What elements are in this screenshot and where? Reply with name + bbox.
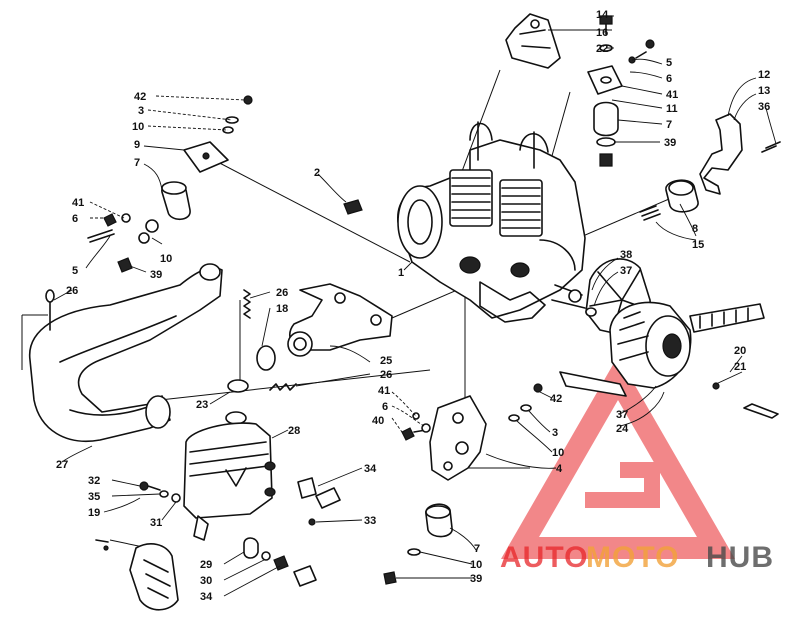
callout-34-right: 34 bbox=[364, 463, 377, 475]
callout-36: 36 bbox=[758, 101, 770, 113]
engine-mount-bracket-upper bbox=[505, 13, 561, 69]
callout-41-left: 41 bbox=[72, 197, 84, 209]
callout-37-upper: 37 bbox=[620, 265, 632, 277]
callout-39-upper: 39 bbox=[664, 137, 676, 149]
callout-10-lower: 10 bbox=[552, 447, 564, 459]
callout-35: 35 bbox=[88, 491, 100, 503]
mount-8 bbox=[639, 179, 699, 221]
callout-3-upper: 3 bbox=[138, 105, 144, 117]
callout-10-bottom: 10 bbox=[470, 559, 482, 571]
callout-22: 22 bbox=[596, 43, 608, 55]
callout-31: 31 bbox=[150, 517, 162, 529]
engine-assembly bbox=[397, 121, 586, 323]
callout-13: 13 bbox=[758, 85, 770, 97]
callout-30: 30 bbox=[200, 575, 212, 587]
callout-16: 16 bbox=[596, 27, 608, 39]
callout-34-bottom: 34 bbox=[200, 591, 213, 603]
callout-29: 29 bbox=[200, 559, 212, 571]
callout-6-left: 6 bbox=[72, 213, 78, 225]
watermark-text: AUTO MOTO HUB bbox=[500, 541, 774, 574]
callout-8: 8 bbox=[692, 223, 698, 235]
heat-shield bbox=[129, 543, 179, 611]
callout-21: 21 bbox=[734, 361, 746, 373]
callout-39-bottom: 39 bbox=[470, 573, 482, 585]
callout-2: 2 bbox=[314, 167, 320, 179]
callout-9: 9 bbox=[134, 139, 140, 151]
mount-lower bbox=[383, 503, 453, 585]
callout-26-left: 26 bbox=[66, 285, 78, 297]
exhaust-pipe-27 bbox=[29, 263, 223, 442]
callout-42-lower: 42 bbox=[550, 393, 562, 405]
callout-40: 40 bbox=[372, 415, 384, 427]
mount-bracket-11 bbox=[587, 39, 655, 167]
watermark-logo bbox=[500, 355, 736, 559]
engine-mount-bracket-right bbox=[699, 113, 781, 195]
callout-23: 23 bbox=[196, 399, 208, 411]
callout-28: 28 bbox=[288, 425, 300, 437]
callout-19: 19 bbox=[88, 507, 100, 519]
callout-5-left: 5 bbox=[72, 265, 78, 277]
decal-2 bbox=[343, 199, 363, 215]
callout-24: 24 bbox=[616, 423, 629, 435]
manifold-25 bbox=[287, 283, 393, 357]
leader-lines bbox=[53, 15, 777, 597]
callout-6-upper: 6 bbox=[666, 73, 672, 85]
callout-37-lower: 37 bbox=[616, 409, 628, 421]
callout-41-lower: 41 bbox=[378, 385, 390, 397]
callout-14: 14 bbox=[596, 9, 609, 21]
callout-5-upper: 5 bbox=[666, 57, 672, 69]
callout-6-lower: 6 bbox=[382, 401, 388, 413]
callout-20: 20 bbox=[734, 345, 746, 357]
fasteners-bottom bbox=[243, 537, 317, 587]
callout-10-left: 10 bbox=[160, 253, 172, 265]
callout-1: 1 bbox=[398, 267, 404, 279]
callout-7-lower: 7 bbox=[474, 543, 480, 555]
drive-clutch bbox=[559, 258, 779, 419]
callout-4: 4 bbox=[556, 463, 563, 475]
callout-33: 33 bbox=[364, 515, 376, 527]
mount-plate-9 bbox=[87, 95, 253, 273]
callout-7-upper: 7 bbox=[666, 119, 672, 131]
watermark-word-hub: HUB bbox=[706, 541, 774, 574]
watermark-word-moto: MOTO bbox=[586, 541, 679, 574]
callout-26-top: 26 bbox=[276, 287, 288, 299]
callout-15: 15 bbox=[692, 239, 704, 251]
callout-18: 18 bbox=[276, 303, 288, 315]
callout-12: 12 bbox=[758, 69, 770, 81]
callout-32: 32 bbox=[88, 475, 100, 487]
callout-27: 27 bbox=[56, 459, 68, 471]
callout-labels: 14 16 22 5 6 41 11 7 39 12 13 36 42 3 10… bbox=[56, 9, 770, 603]
callout-3-lower: 3 bbox=[552, 427, 558, 439]
fasteners-left bbox=[95, 481, 181, 551]
callout-7-left: 7 bbox=[134, 157, 140, 169]
muffler-28 bbox=[183, 379, 276, 541]
muffler-hardware bbox=[297, 477, 341, 526]
callout-38: 38 bbox=[620, 249, 632, 261]
callout-39-left: 39 bbox=[150, 269, 162, 281]
callout-10-upper: 10 bbox=[132, 121, 144, 133]
watermark-word-auto: AUTO bbox=[500, 541, 588, 574]
callout-42-upper: 42 bbox=[134, 91, 146, 103]
callout-26-right: 26 bbox=[380, 369, 392, 381]
callout-41-upper: 41 bbox=[666, 89, 678, 101]
engine-mount-bracket-lower bbox=[401, 383, 543, 481]
springs bbox=[243, 289, 297, 391]
callout-25: 25 bbox=[380, 355, 392, 367]
callout-11: 11 bbox=[666, 103, 678, 115]
